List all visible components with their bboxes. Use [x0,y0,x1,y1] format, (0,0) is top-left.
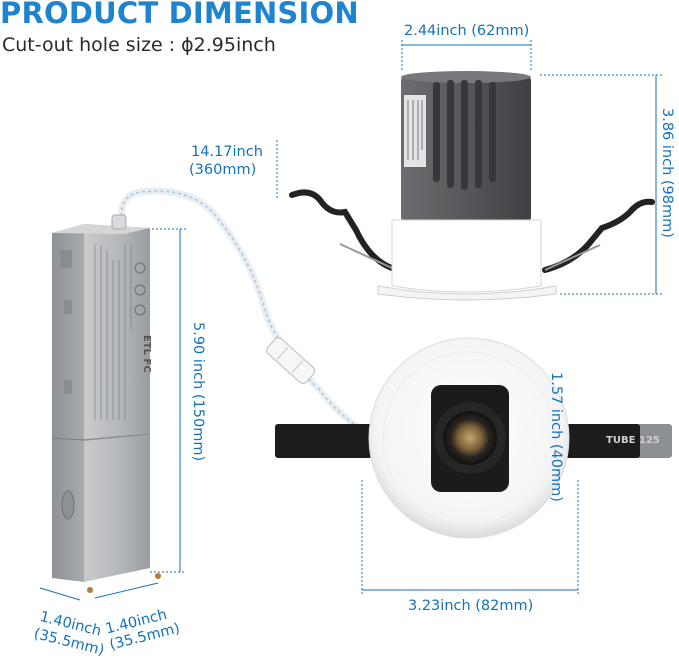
trim-body [391,219,542,293]
heatsink-label [404,95,426,167]
downlight-side-view [289,71,655,301]
spring-clip-right [542,198,655,273]
cable-length-mm: (360mm) [189,162,257,178]
downlight-front-view [275,337,672,539]
clip-label: TUBE 125 [606,435,660,446]
top-width-dimension: 2.44inch (62mm) [404,23,530,39]
lens-diameter-dimension: 1.57 inch (40mm) [548,372,564,502]
box-certification-marks: ETL FC [141,335,152,373]
led-lens [443,411,497,465]
box-height-dimension: 5.90 inch (150mm) [190,322,206,462]
height-dimension: 3.86 inch (98mm) [659,108,675,238]
clip-left [275,424,385,458]
trim-flange [377,285,557,301]
spring-clip-left [289,189,395,271]
page-title: PRODUCT DIMENSION [0,0,359,30]
outer-diameter-dimension: 3.23inch (82mm) [408,598,534,614]
cutout-size-note: Cut-out hole size : ϕ2.95inch [2,34,276,56]
driver-junction-box [51,214,161,593]
cable-connector [266,337,316,384]
cable-length-inch: 14.17inch [191,144,263,160]
